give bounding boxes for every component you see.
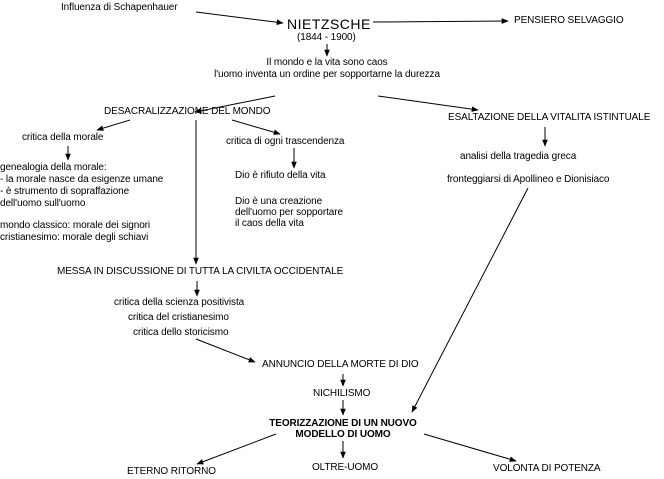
death-of-god-label: ANNUNCIO DELLA MORTE DI DIO xyxy=(262,359,419,370)
intro-line-2: l'uomo inventa un ordine per sopportarne… xyxy=(214,69,440,80)
eternal-return-label: ETERNO RITORNO xyxy=(127,466,216,477)
superman-label: OLTRE-UOMO xyxy=(312,462,379,473)
arrow-apollo-to-new-model xyxy=(411,187,529,413)
arrow-intro-to-vitality xyxy=(377,95,479,112)
dates-label: (1844 - 1900) xyxy=(297,32,356,43)
arrow-desacralization-to-morality xyxy=(96,119,131,131)
critique-positivism: critica della scienza positivista xyxy=(114,297,245,308)
nihilism-label: NICHILISMO xyxy=(313,388,371,399)
western-civilization-label: MESSA IN DISCUSSIONE DI TUTTA LA CIVILTA… xyxy=(57,266,344,277)
desacralization-label: DESACRALIZZAZIONE DEL MONDO xyxy=(104,106,271,117)
will-to-power-label: VOLONTA DI POTENZA xyxy=(493,463,601,474)
genealogy-line-2: - la morale nasce da esigenze umane xyxy=(0,174,164,185)
transcendence-critique-label: critica di ogni trascendenza xyxy=(226,136,345,147)
arrow-new-model-to-will-power xyxy=(423,433,517,462)
vitality-label: ESALTAZIONE DELLA VITALITA ISTINTUALE xyxy=(448,112,651,123)
morality-critique-label: critica della morale xyxy=(22,132,104,143)
arrow-nietzsche-to-wild-thought xyxy=(372,18,509,24)
classic-world-line-1: mondo classico: morale dei signori xyxy=(0,220,151,231)
critique-historicism: critica dello storicismo xyxy=(133,327,229,338)
intro-line-1: Il mondo e la vita sono caos xyxy=(266,57,388,68)
god-creation-line-3: il caos della vita xyxy=(235,218,304,229)
arrow-new-model-to-eternal-return xyxy=(196,433,277,465)
classic-world-line-2: cristianesimo: morale degli schiavi xyxy=(0,232,149,243)
arrow-desacralization-to-transcendence xyxy=(231,119,281,135)
genealogy-line-1: genealogia della morale: xyxy=(0,162,107,173)
arrow-critiques-to-death-of-god xyxy=(195,338,256,363)
arrow-intro-to-desacralization xyxy=(194,95,276,114)
god-creation-line-1: Dio è una creazione xyxy=(235,196,323,207)
arrow-influence-to-nietzsche xyxy=(195,11,284,25)
new-model-line-1: TEORIZZAZIONE DI UN NUOVO xyxy=(269,418,417,429)
page-title: NIETZSCHE xyxy=(287,16,371,32)
apollo-dionysus-label: fronteggiarsi di Apollineo e Dionisiaco xyxy=(447,174,610,185)
tragedy-label: analisi della tragedia greca xyxy=(460,151,577,162)
genealogy-line-4: dell'uomo sull'uomo xyxy=(0,198,86,209)
influence-label: Influenza di Schapenhauer xyxy=(61,2,178,13)
genealogy-line-3: - è strumento di sopraffazione xyxy=(0,186,130,197)
wild-thought-label: PENSIERO SELVAGGIO xyxy=(514,15,624,26)
new-model-line-2: MODELLO DI UOMO xyxy=(295,429,391,440)
god-creation-line-2: dell'uomo per sopportare xyxy=(235,207,343,218)
critique-christianity: critica del cristianesimo xyxy=(128,312,229,323)
god-refusal-label: Dio è rifiuto della vita xyxy=(235,170,326,181)
